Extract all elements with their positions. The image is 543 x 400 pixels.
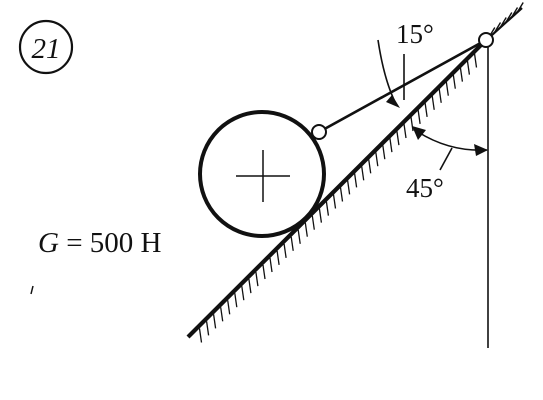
problem-number-badge: 21 bbox=[18, 19, 74, 75]
incline-hatch-mark bbox=[445, 81, 449, 96]
incline-hatch-mark bbox=[304, 222, 308, 237]
weight-label: G = 500 H bbox=[38, 227, 162, 259]
incline-hatch-mark bbox=[431, 95, 435, 110]
incline-hatch-mark bbox=[311, 215, 315, 230]
rope-attachment-hinge bbox=[311, 124, 327, 140]
inclined-plane bbox=[186, 38, 488, 343]
incline-hatch-mark bbox=[375, 152, 379, 167]
ceiling-hatch-mark bbox=[505, 12, 513, 23]
incline-hatch-mark bbox=[473, 53, 478, 68]
incline-hatch-mark bbox=[424, 102, 428, 117]
incline-hatch-mark bbox=[346, 180, 351, 195]
rope bbox=[318, 38, 487, 134]
ball-outline bbox=[198, 110, 326, 238]
incline-hatch-mark bbox=[417, 109, 421, 124]
incline-hatch-mark bbox=[198, 328, 203, 343]
ceiling-hatch-mark bbox=[499, 17, 507, 28]
incline-hatch-mark bbox=[452, 74, 456, 89]
incline-hatch-mark bbox=[325, 201, 330, 216]
incline-hatch-mark bbox=[438, 88, 442, 103]
ball bbox=[198, 110, 326, 238]
problem-number-circle bbox=[18, 19, 74, 75]
incline-hatch-mark bbox=[410, 116, 414, 132]
angle-45-arrow-right-icon bbox=[474, 144, 488, 156]
incline-hatch-mark bbox=[205, 321, 210, 336]
angle-45-tick bbox=[439, 147, 453, 171]
incline-hatching bbox=[198, 53, 478, 343]
incline-hatch-mark bbox=[255, 272, 259, 287]
stray-mark bbox=[30, 285, 34, 295]
top-pivot-hinge bbox=[478, 32, 494, 48]
incline-hatch-mark bbox=[220, 307, 224, 322]
incline-hatch-mark bbox=[283, 243, 287, 258]
weight-value: = 500 H bbox=[59, 227, 162, 259]
incline-hatch-mark bbox=[353, 173, 358, 188]
incline-hatch-mark bbox=[269, 257, 273, 273]
angle-15-marker bbox=[377, 39, 405, 108]
angle-45-arrow-left-icon bbox=[412, 126, 426, 140]
angle-45-label: 45° bbox=[406, 173, 444, 203]
ceiling-hatch-mark bbox=[493, 22, 502, 33]
incline-hatch-mark bbox=[459, 67, 464, 82]
incline-hatch-mark bbox=[234, 293, 238, 308]
incline-hatch-mark bbox=[241, 286, 245, 301]
incline-hatch-mark bbox=[227, 300, 231, 315]
incline-hatch-mark bbox=[297, 229, 301, 244]
incline-hatch-mark bbox=[276, 250, 280, 265]
incline-hatch-mark bbox=[290, 236, 294, 251]
incline-hatch-mark bbox=[396, 131, 400, 146]
incline-hatch-mark bbox=[389, 138, 393, 153]
incline-hatch-mark bbox=[248, 279, 252, 294]
incline-hatch-mark bbox=[318, 208, 323, 223]
incline-hatch-mark bbox=[212, 314, 217, 329]
incline-hatch-mark bbox=[382, 145, 386, 160]
incline-hatch-mark bbox=[361, 166, 365, 181]
incline-hatch-mark bbox=[262, 264, 266, 280]
incline-hatch-mark bbox=[332, 194, 337, 209]
incline-surface bbox=[186, 38, 488, 339]
angle-15-arrow-icon bbox=[386, 95, 400, 108]
incline-hatch-mark bbox=[339, 187, 344, 202]
incline-hatch-mark bbox=[403, 123, 407, 139]
ceiling-hatch-mark bbox=[516, 2, 524, 13]
incline-hatch-mark bbox=[466, 60, 471, 75]
ceiling-hatch-mark bbox=[510, 7, 519, 18]
angle-45-marker bbox=[412, 126, 488, 171]
problem-number: 21 bbox=[32, 33, 61, 65]
incline-hatch-mark bbox=[368, 159, 372, 174]
weight-symbol: G bbox=[38, 227, 59, 259]
angle-15-label: 15° bbox=[396, 19, 434, 49]
